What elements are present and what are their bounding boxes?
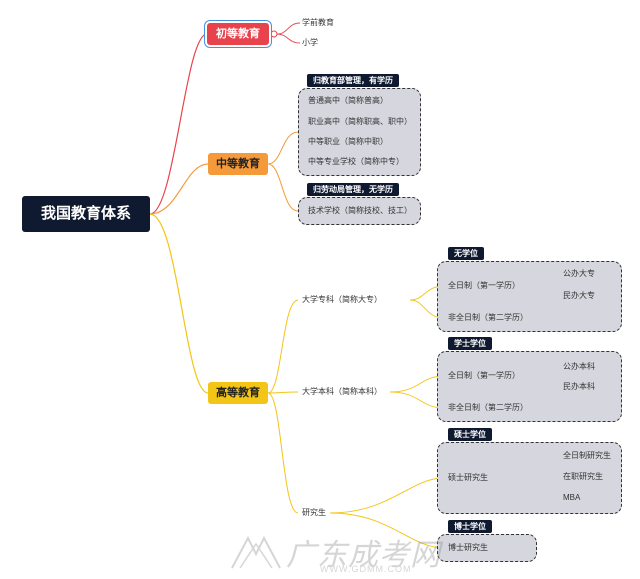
watermark-logo-icon [231,535,281,569]
ministry-tag: 归教育部管理，有学历 [307,74,399,87]
doctor-degree-tag: 博士学位 [448,520,492,533]
primary-school-node[interactable]: 小学 [302,38,318,47]
technical-secondary-node[interactable]: 中等专业学校（简称中专） [308,157,404,166]
preschool-node[interactable]: 学前教育 [302,18,334,27]
labour-group-box [298,197,421,225]
junior-fulltime-node[interactable]: 全日制（第一学历） [448,281,520,290]
phd-box [437,534,537,562]
junior-college-box [437,261,622,332]
ministry-group-box [298,88,421,176]
inservice-grad-node[interactable]: 在职研究生 [563,472,603,481]
public-undergrad-node[interactable]: 公办本科 [563,362,595,371]
private-junior-node[interactable]: 民办大专 [563,291,595,300]
private-undergrad-node[interactable]: 民办本科 [563,382,595,391]
vocational-high-node[interactable]: 职业高中（简称职高、职中） [308,117,412,126]
undergrad-parttime-node[interactable]: 非全日制（第二学历） [448,403,528,412]
master-degree-tag: 硕士学位 [448,428,492,441]
no-degree-tag: 无学位 [448,247,484,260]
root-node[interactable]: 我国教育体系 [22,196,150,232]
master-node[interactable]: 硕士研究生 [448,473,488,482]
higher-education-node[interactable]: 高等教育 [208,382,268,404]
junior-college-node[interactable]: 大学专科（简称大专） [302,295,382,304]
secondary-education-node[interactable]: 中等教育 [208,153,268,175]
undergraduate-node[interactable]: 大学本科（简称本科） [302,387,382,396]
technical-school-node[interactable]: 技术学校（简称技校、技工） [308,206,412,215]
general-high-node[interactable]: 普通高中（简称普高） [308,96,388,105]
undergrad-fulltime-node[interactable]: 全日制（第一学历） [448,371,520,380]
master-box [437,442,622,514]
watermark-brand: 广东成考网 [286,539,441,572]
junior-parttime-node[interactable]: 非全日制（第二学历） [448,313,528,322]
graduate-node[interactable]: 研究生 [302,508,326,517]
primary-education-node[interactable]: 初等教育 [207,23,269,45]
undergraduate-box [437,351,622,422]
public-junior-node[interactable]: 公办大专 [563,269,595,278]
watermark: 广东成考网 WWW.GDMM.COM [228,530,448,578]
labour-tag: 归劳动局管理，无学历 [307,183,399,196]
mba-node[interactable]: MBA [563,493,581,502]
secondary-vocational-node[interactable]: 中等职业（简称中职） [308,137,388,146]
fulltime-grad-node[interactable]: 全日制研究生 [563,451,611,460]
bachelor-tag: 学士学位 [448,337,492,350]
phd-node[interactable]: 博士研究生 [448,543,488,552]
watermark-url: WWW.GDMM.COM [320,564,412,574]
